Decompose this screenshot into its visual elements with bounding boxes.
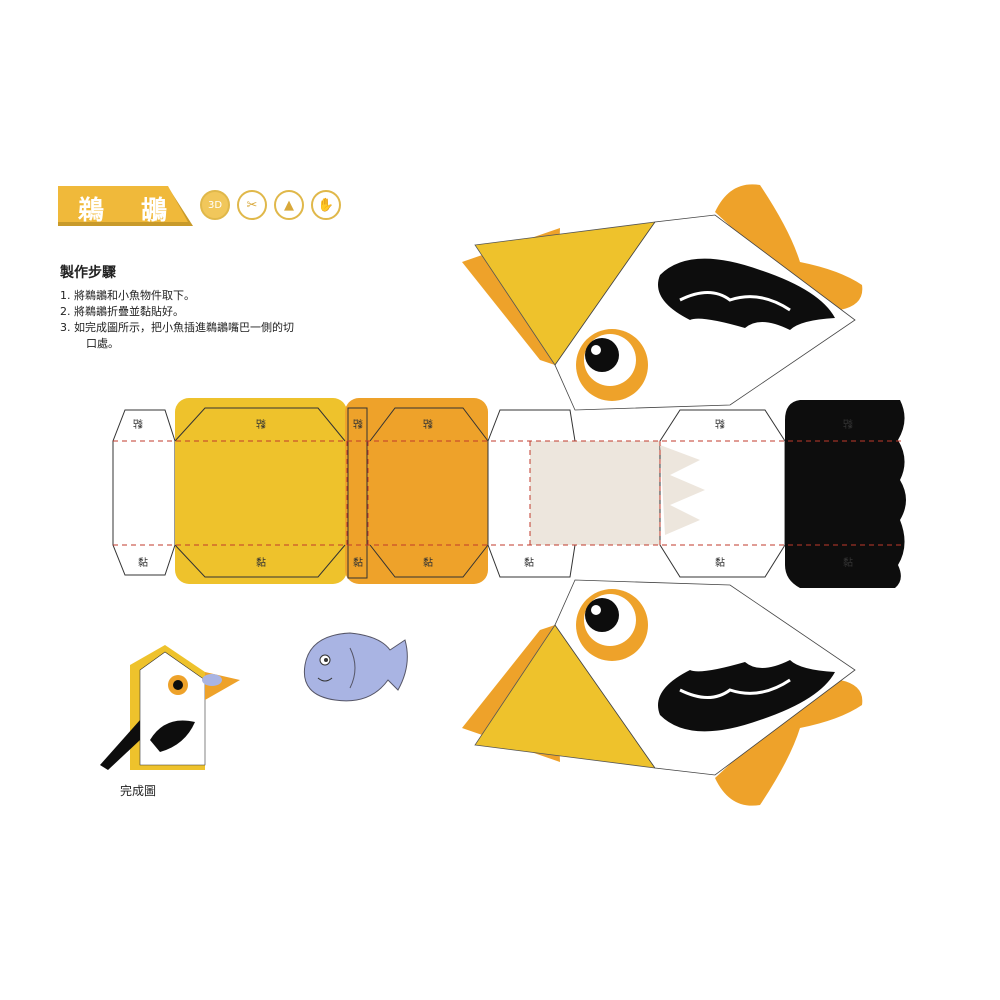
glue-label: 黏 (524, 556, 534, 569)
top-head (462, 184, 863, 411)
step-2: 2. 將鵜鶘折疊並黏貼好。 (60, 305, 184, 318)
step-3: 3. 如完成圖所示，把小魚插進鵜鶘嘴巴一側的切 (60, 321, 294, 334)
glue-label: 黏 (423, 556, 433, 569)
step-3-cont: 口處。 (86, 337, 119, 350)
crest-top (715, 184, 863, 310)
glue-label: 黏 (133, 417, 143, 430)
panel-black (785, 400, 906, 588)
glue-label: 黏 (353, 556, 363, 569)
panel-beige (530, 441, 660, 545)
difficulty-icons: 3D ✂ ▲ ✋ (200, 190, 341, 220)
3d-icon: 3D (200, 190, 230, 220)
glue-icon: ▲ (274, 190, 304, 220)
hand-icon: ✋ (311, 190, 341, 220)
glue-tab-left (112, 409, 176, 576)
no-scissors-icon: ✂ (237, 190, 267, 220)
glue-label: 黏 (138, 556, 148, 569)
glue-label: 黏 (843, 556, 853, 569)
page-title: 鵜 鶘 (78, 196, 182, 226)
bottom-head (462, 579, 863, 806)
glue-label: 黏 (423, 417, 433, 430)
glue-label: 黏 (715, 417, 725, 430)
glue-label: 黏 (715, 556, 725, 569)
wing-top (658, 258, 835, 330)
glue-label: 黏 (843, 417, 853, 430)
finished-caption: 完成圖 (120, 784, 157, 798)
glue-label: 黏 (353, 417, 363, 430)
crest-bottom (715, 680, 863, 806)
panel-yellow (175, 398, 347, 584)
panel-orange (345, 398, 488, 584)
instructions: 製作步驟 1. 將鵜鶘和小魚物件取下。 2. 將鵜鶘折疊並黏貼好。 3. 如完成… (60, 262, 294, 352)
glue-label: 黏 (256, 417, 266, 430)
instructions-heading: 製作步驟 (60, 265, 116, 281)
body-strip: 黏 黏 黏 黏 黏 黏 黏 黏 黏 黏 黏 黏 黏 (112, 398, 906, 588)
step-1: 1. 將鵜鶘和小魚物件取下。 (60, 289, 195, 302)
title-banner (58, 186, 193, 226)
glue-label: 黏 (256, 556, 266, 569)
fish-piece (303, 632, 408, 702)
finished-pelican (100, 645, 240, 770)
glue-labels: 黏 黏 黏 黏 黏 黏 黏 黏 黏 黏 黏 黏 黏 (133, 417, 853, 569)
